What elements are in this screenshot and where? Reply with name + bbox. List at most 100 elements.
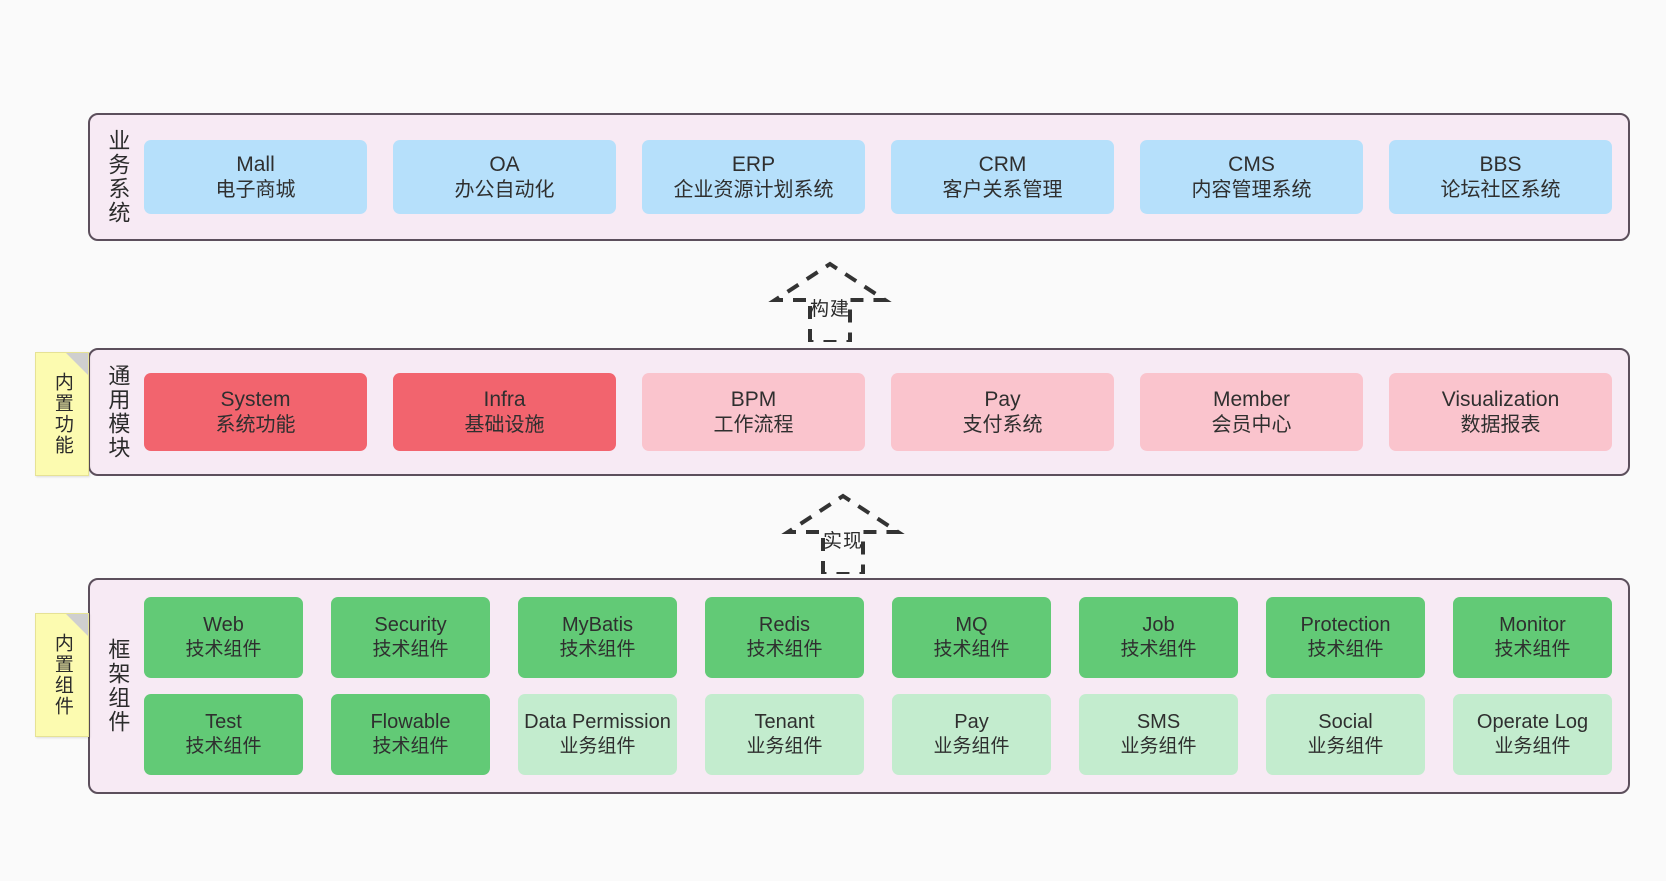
module-card-title: ERP: [731, 152, 776, 176]
connector-build-label: 构建: [809, 299, 850, 320]
layer-title-common: 通用模块: [105, 364, 131, 460]
component-card-title: Tenant: [754, 711, 815, 734]
connector-implement-arrow: 实现: [768, 490, 918, 576]
module-card-mall[interactable]: Mall 电子商城: [144, 140, 367, 214]
component-card-subtitle: 业务组件: [933, 736, 1010, 758]
module-card-bbs[interactable]: BBS 论坛社区系统: [1389, 140, 1612, 214]
module-card-cms[interactable]: CMS 内容管理系统: [1140, 140, 1363, 214]
component-card-subtitle: 技术组件: [372, 639, 449, 661]
component-card-title: Pay: [954, 711, 989, 734]
component-card-subtitle: 业务组件: [559, 736, 636, 758]
layer-row: System 系统功能 Infra 基础设施 BPM 工作流程 Pay 支付系统…: [144, 373, 1612, 451]
component-card-title: SMS: [1136, 711, 1181, 734]
component-card-subtitle: 业务组件: [746, 736, 823, 758]
component-card-title: Monitor: [1499, 614, 1566, 637]
component-card-flowable[interactable]: Flowable 技术组件: [331, 694, 490, 775]
module-card-subtitle: 工作流程: [713, 413, 794, 436]
component-card-redis[interactable]: Redis 技术组件: [705, 597, 864, 678]
sticky-fold-corner-icon: [66, 353, 88, 375]
component-card-title: Redis: [758, 614, 811, 637]
module-card-erp[interactable]: ERP 企业资源计划系统: [642, 140, 865, 214]
component-card-pay[interactable]: Pay 业务组件: [892, 694, 1051, 775]
module-card-subtitle: 系统功能: [215, 413, 296, 436]
layer-row: Web 技术组件 Security 技术组件 MyBatis 技术组件 Redi…: [144, 597, 1612, 678]
module-card-title: Mall: [236, 152, 275, 176]
layer-business-systems: 业务系统 Mall 电子商城 OA 办公自动化 ERP 企业资源计划系统 CRM…: [88, 113, 1630, 241]
module-card-infra[interactable]: Infra 基础设施: [393, 373, 616, 451]
dashed-up-arrow-icon: [768, 261, 892, 344]
component-card-protection[interactable]: Protection 技术组件: [1266, 597, 1425, 678]
module-card-visualization[interactable]: Visualization 数据报表: [1389, 373, 1612, 451]
sticky-note-builtin-components: 内置组件: [35, 613, 89, 737]
module-card-system[interactable]: System 系统功能: [144, 373, 367, 451]
component-card-sms[interactable]: SMS 业务组件: [1079, 694, 1238, 775]
module-card-subtitle: 会员中心: [1211, 413, 1292, 436]
module-card-pay[interactable]: Pay 支付系统: [891, 373, 1114, 451]
module-card-title: Infra: [483, 387, 526, 411]
module-card-title: CMS: [1228, 152, 1275, 176]
component-card-test[interactable]: Test 技术组件: [144, 694, 303, 775]
component-card-subtitle: 技术组件: [746, 639, 823, 661]
module-card-title: CRM: [978, 152, 1027, 176]
layer-row: Test 技术组件 Flowable 技术组件 Data Permission …: [144, 694, 1612, 775]
component-card-mybatis[interactable]: MyBatis 技术组件: [518, 597, 677, 678]
component-card-title: Flowable: [370, 711, 451, 734]
component-card-security[interactable]: Security 技术组件: [331, 597, 490, 678]
module-card-subtitle: 基础设施: [464, 413, 545, 436]
module-card-title: BBS: [1479, 152, 1522, 176]
component-card-title: Security: [374, 614, 447, 637]
layer-framework-components: 框架组件 Web 技术组件 Security 技术组件 MyBatis 技术组件…: [88, 578, 1630, 794]
connector-build-arrow: 构建: [755, 258, 905, 344]
sticky-note-builtin-features: 内置功能: [35, 352, 89, 476]
layer-body-framework: Web 技术组件 Security 技术组件 MyBatis 技术组件 Redi…: [140, 580, 1628, 792]
module-card-title: System: [220, 387, 291, 411]
module-card-subtitle: 数据报表: [1460, 413, 1541, 436]
component-card-tenant[interactable]: Tenant 业务组件: [705, 694, 864, 775]
layer-body-common: System 系统功能 Infra 基础设施 BPM 工作流程 Pay 支付系统…: [140, 350, 1628, 474]
module-card-title: OA: [489, 152, 520, 176]
component-card-subtitle: 业务组件: [1307, 736, 1384, 758]
component-card-subtitle: 技术组件: [1307, 639, 1384, 661]
component-card-job[interactable]: Job 技术组件: [1079, 597, 1238, 678]
component-card-subtitle: 技术组件: [559, 639, 636, 661]
component-card-title: Social: [1318, 711, 1373, 734]
module-card-subtitle: 支付系统: [962, 413, 1043, 436]
component-card-title: Web: [203, 614, 244, 637]
module-card-title: Member: [1212, 387, 1291, 411]
component-card-mq[interactable]: MQ 技术组件: [892, 597, 1051, 678]
module-card-subtitle: 企业资源计划系统: [673, 178, 834, 201]
component-card-data-permission[interactable]: Data Permission 业务组件: [518, 694, 677, 775]
sticky-note-label: 内置功能: [51, 372, 73, 456]
component-card-web[interactable]: Web 技术组件: [144, 597, 303, 678]
connector-implement-label: 实现: [822, 531, 863, 552]
sticky-note-label: 内置组件: [51, 633, 73, 717]
module-card-subtitle: 客户关系管理: [942, 178, 1063, 201]
component-card-title: Operate Log: [1476, 711, 1589, 734]
component-card-title: Data Permission: [524, 711, 671, 734]
component-card-monitor[interactable]: Monitor 技术组件: [1453, 597, 1612, 678]
layer-title-framework: 框架组件: [105, 638, 131, 734]
module-card-oa[interactable]: OA 办公自动化: [393, 140, 616, 214]
component-card-title: Protection: [1300, 614, 1391, 637]
module-card-title: BPM: [730, 387, 777, 411]
component-card-subtitle: 技术组件: [1120, 639, 1197, 661]
component-card-title: Job: [1142, 614, 1175, 637]
layer-title-business: 业务系统: [105, 129, 131, 225]
component-card-social[interactable]: Social 业务组件: [1266, 694, 1425, 775]
component-card-subtitle: 技术组件: [372, 736, 449, 758]
module-card-crm[interactable]: CRM 客户关系管理: [891, 140, 1114, 214]
module-card-bpm[interactable]: BPM 工作流程: [642, 373, 865, 451]
module-card-subtitle: 办公自动化: [454, 178, 555, 201]
layer-body-business: Mall 电子商城 OA 办公自动化 ERP 企业资源计划系统 CRM 客户关系…: [140, 115, 1628, 239]
component-card-subtitle: 技术组件: [1494, 639, 1571, 661]
dashed-up-arrow-icon: [781, 493, 905, 576]
component-card-subtitle: 技术组件: [185, 736, 262, 758]
module-card-member[interactable]: Member 会员中心: [1140, 373, 1363, 451]
component-card-title: Test: [205, 711, 242, 734]
module-card-title: Visualization: [1441, 387, 1560, 411]
component-card-subtitle: 技术组件: [185, 639, 262, 661]
component-card-operate-log[interactable]: Operate Log 业务组件: [1453, 694, 1612, 775]
sticky-fold-corner-icon: [66, 614, 88, 636]
layer-row: Mall 电子商城 OA 办公自动化 ERP 企业资源计划系统 CRM 客户关系…: [144, 140, 1612, 214]
component-card-title: MQ: [955, 614, 988, 637]
